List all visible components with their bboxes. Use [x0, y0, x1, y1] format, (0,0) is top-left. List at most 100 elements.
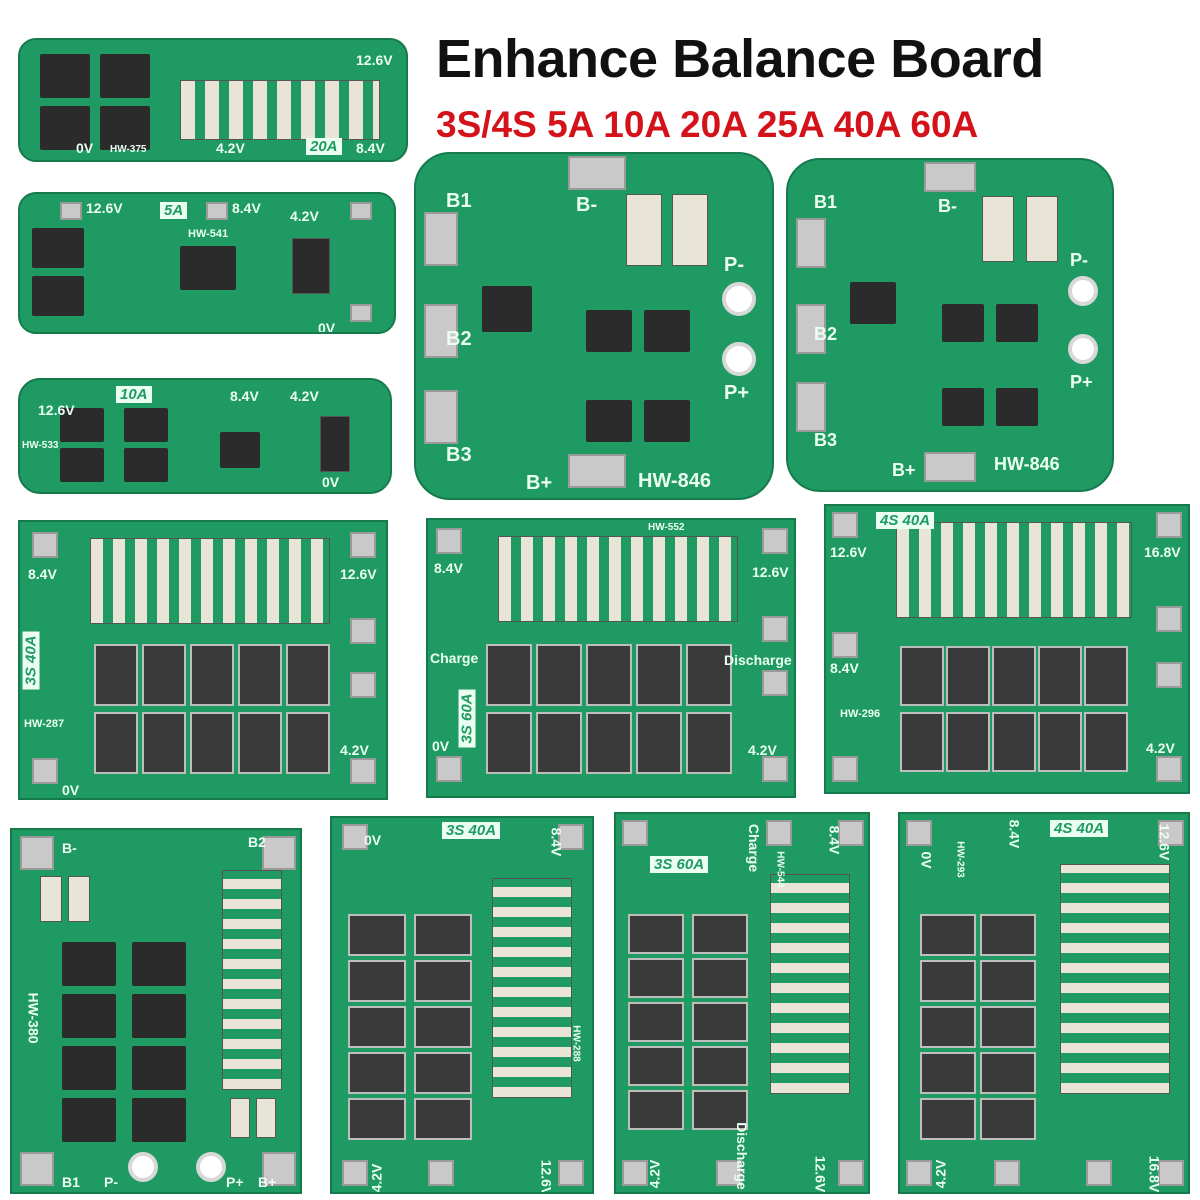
solder-pad — [838, 1160, 864, 1186]
mosfet — [238, 644, 282, 706]
label-8-4v: 8.4V — [548, 827, 565, 857]
mosfet — [1084, 646, 1128, 706]
model-label: HW-288 — [570, 1025, 582, 1062]
rating-badge: 3S 60A — [458, 689, 476, 748]
mosfet — [536, 712, 582, 774]
resistor — [626, 194, 662, 266]
solder-pad — [762, 616, 788, 642]
solder-pad — [350, 304, 372, 322]
label-0v: 0V — [364, 832, 382, 848]
mosfet — [348, 1052, 406, 1094]
label-0v: 0V — [62, 782, 80, 798]
mosfet — [94, 644, 138, 706]
smd-component — [492, 878, 572, 1098]
mosfet — [414, 1052, 472, 1094]
mosfet — [1038, 646, 1082, 706]
label-12-6v: 12.6V — [538, 1159, 555, 1194]
board-20a: 12.6V 8.4V 4.2V 0V 20A HW-375 — [18, 38, 408, 162]
mosfet — [1084, 712, 1128, 772]
board-hw-846: B1 B2 B3 B- B+ P- P+ HW-846 — [414, 152, 774, 500]
label-12-6v: 12.6V — [812, 1155, 829, 1193]
mosfet-chip — [100, 106, 150, 150]
label-charge: Charge — [746, 823, 763, 873]
label-4-2v: 4.2V — [1146, 740, 1175, 756]
mosfet — [586, 644, 632, 706]
solder-pad — [350, 758, 376, 784]
mosfet — [190, 644, 234, 706]
rating-badge: 20A — [306, 138, 342, 155]
board-5a: 12.6V 8.4V 4.2V 0V 5A HW-541 — [18, 192, 396, 334]
mosfet — [636, 712, 682, 774]
label-b2: B2 — [248, 834, 266, 850]
mosfet-chip — [644, 310, 690, 352]
solder-pad — [1156, 512, 1182, 538]
solder-pad — [766, 820, 792, 846]
label-b-plus: B+ — [258, 1174, 277, 1190]
mosfet — [980, 960, 1036, 1002]
solder-pad — [350, 202, 372, 220]
mosfet — [992, 646, 1036, 706]
mosfet-chip — [62, 1046, 116, 1090]
smd-component — [90, 538, 330, 624]
model-label: HW-296 — [840, 708, 881, 720]
solder-pad — [350, 532, 376, 558]
label-12-6v: 12.6V — [86, 200, 123, 216]
mosfet-chip — [60, 448, 104, 482]
ic-chip — [180, 246, 236, 290]
label-0v: 0V — [322, 474, 340, 490]
mosfet — [946, 646, 990, 706]
mosfet-chip — [32, 276, 84, 316]
solder-pad — [436, 756, 462, 782]
mosfet — [920, 914, 976, 956]
mosfet — [980, 1052, 1036, 1094]
solder-pad — [1086, 1160, 1112, 1186]
model-label: HW-846 — [638, 470, 711, 492]
label-12-6v: 12.6V — [340, 566, 377, 582]
model-label: HW-552 — [648, 522, 685, 533]
mosfet — [692, 1046, 748, 1086]
model-label: HW-533 — [22, 440, 59, 451]
mosfet-chip — [62, 1098, 116, 1142]
mosfet-chip — [586, 400, 632, 442]
label-12-6v: 12.6V — [38, 402, 75, 418]
mosfet — [1038, 712, 1082, 772]
mosfet — [414, 1098, 472, 1140]
solder-pad — [1156, 606, 1182, 632]
resistor — [982, 196, 1014, 262]
smd-component — [180, 80, 380, 140]
label-4-2v: 4.2V — [290, 208, 319, 224]
solder-pad — [906, 1160, 932, 1186]
resistor — [672, 194, 708, 266]
mosfet — [628, 1090, 684, 1130]
solder-pad — [838, 820, 864, 846]
solder-pad — [424, 390, 458, 444]
mosfet — [536, 644, 582, 706]
label-b1: B1 — [814, 192, 838, 212]
solder-pad — [762, 756, 788, 782]
label-charge: Charge — [430, 650, 479, 666]
label-0v: 0V — [318, 320, 336, 334]
smd-component — [1060, 864, 1170, 1094]
mosfet — [628, 1046, 684, 1086]
solder-pad — [262, 836, 296, 870]
mosfet — [142, 644, 186, 706]
solder-pad — [424, 304, 458, 358]
mounting-hole — [128, 1152, 158, 1182]
solder-pad — [832, 632, 858, 658]
mosfet — [414, 960, 472, 1002]
label-b-plus: B+ — [892, 460, 916, 480]
mosfet-chip — [100, 54, 150, 98]
label-b2: B2 — [446, 328, 472, 350]
smd-component — [770, 874, 850, 1094]
mosfet-chip — [644, 400, 690, 442]
mosfet — [900, 646, 944, 706]
mosfet — [348, 914, 406, 956]
label-8-4v: 8.4V — [1006, 819, 1023, 849]
mosfet — [920, 1052, 976, 1094]
solder-pad — [568, 156, 626, 190]
smd-component — [222, 870, 282, 1090]
label-8-4v: 8.4V — [356, 140, 385, 156]
solder-pad — [436, 528, 462, 554]
solder-pad — [1158, 820, 1184, 846]
resistor — [230, 1098, 250, 1138]
